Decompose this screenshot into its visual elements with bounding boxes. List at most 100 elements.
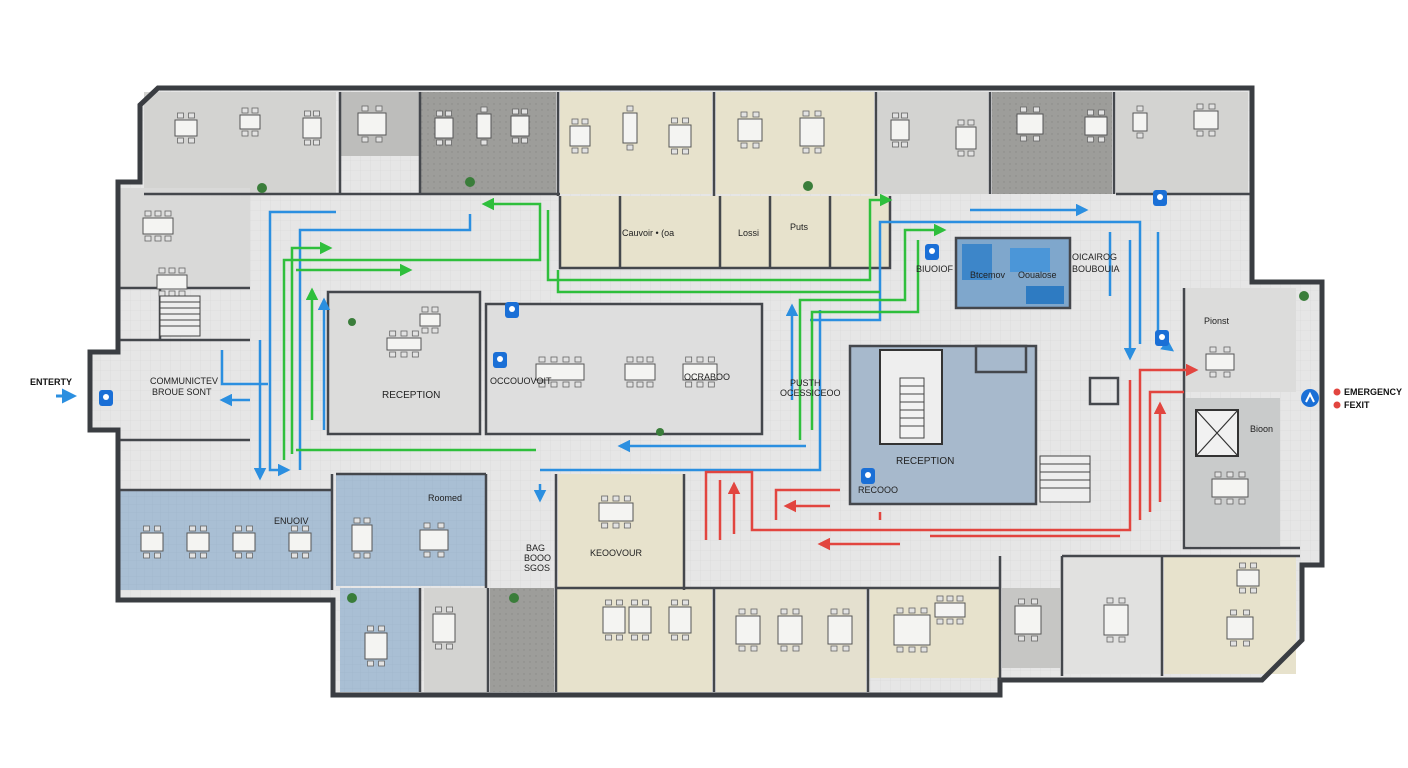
desk-cluster bbox=[602, 599, 626, 641]
desk-cluster bbox=[1205, 346, 1235, 378]
desk-cluster bbox=[364, 625, 388, 667]
location-markers bbox=[99, 190, 1169, 484]
reception-left-label: RECEPTION bbox=[382, 390, 440, 401]
desk-cluster bbox=[955, 119, 977, 157]
desk-cluster bbox=[239, 107, 261, 137]
plant-icon bbox=[803, 181, 813, 191]
route-red bbox=[704, 363, 1199, 551]
desk-cluster bbox=[893, 607, 931, 653]
plant-icon bbox=[656, 428, 664, 436]
occupancy-label: OCCOUOVOIT bbox=[490, 376, 552, 386]
desk-cluster bbox=[668, 599, 692, 641]
bag-label-1: BAG bbox=[526, 543, 545, 553]
desk-cluster bbox=[668, 117, 692, 155]
desk-cluster bbox=[302, 110, 322, 146]
reception-right-label: RECEPTION bbox=[896, 456, 954, 467]
plant-icon bbox=[1299, 291, 1309, 301]
utility-right-e-label: BOUBOUIA bbox=[1072, 264, 1120, 274]
emergency-exit-icon bbox=[1301, 389, 1319, 407]
desk-cluster bbox=[622, 105, 638, 151]
collab-label: OCRABOO bbox=[684, 372, 730, 382]
location-marker-icon bbox=[1153, 190, 1167, 206]
plant-icon bbox=[348, 318, 356, 326]
desk-cluster bbox=[628, 599, 652, 641]
desk-cluster bbox=[1016, 106, 1044, 142]
desk-cluster bbox=[232, 525, 256, 559]
plant-icon bbox=[257, 183, 267, 193]
utility-right-a-label: BIUOIOF bbox=[916, 264, 954, 274]
push-label-2: OCESSICEOO bbox=[780, 388, 841, 398]
desk-cluster bbox=[510, 108, 530, 144]
desk-cluster bbox=[737, 111, 763, 149]
desk-cluster bbox=[1084, 109, 1108, 143]
plant-icon bbox=[347, 593, 357, 603]
desk-cluster bbox=[142, 210, 174, 242]
desk-cluster bbox=[1132, 105, 1148, 139]
location-marker-icon bbox=[861, 468, 875, 484]
desk-cluster bbox=[434, 110, 454, 146]
desk-cluster bbox=[386, 330, 422, 358]
desk-cluster bbox=[357, 105, 387, 143]
desk-cluster bbox=[682, 356, 718, 388]
desk-cluster bbox=[535, 356, 585, 388]
desk-cluster bbox=[934, 595, 966, 625]
desk-cluster bbox=[890, 112, 910, 148]
furniture bbox=[140, 103, 1260, 667]
desk-cluster bbox=[186, 525, 210, 559]
route-green bbox=[282, 193, 947, 460]
desk-cluster bbox=[432, 606, 456, 650]
push-label-1: PUSTH bbox=[790, 378, 821, 388]
desk-cluster bbox=[777, 608, 803, 652]
desk-cluster bbox=[174, 112, 198, 144]
desk-cluster bbox=[598, 495, 634, 529]
desk-cluster bbox=[476, 106, 492, 146]
location-marker-icon bbox=[99, 390, 113, 406]
desk-cluster bbox=[1193, 103, 1219, 137]
entry-label: ENTERTY bbox=[30, 377, 72, 387]
desk-cluster bbox=[799, 110, 825, 154]
desk-cluster bbox=[419, 522, 449, 558]
legend-dot-icon bbox=[1333, 401, 1341, 409]
location-marker-icon bbox=[925, 244, 939, 260]
elevator-icon bbox=[1195, 409, 1239, 457]
legend-line-2: FEXIT bbox=[1344, 400, 1370, 410]
desk-cluster bbox=[351, 517, 373, 559]
utility-room-right bbox=[956, 238, 1070, 308]
top-mid-b-label: Puts bbox=[790, 222, 809, 232]
location-marker-icon bbox=[493, 352, 507, 368]
utility-right-d-label: OICAIROG bbox=[1072, 252, 1117, 262]
left-lobby-label-2: BROUE SONT bbox=[152, 387, 212, 397]
desk-cluster bbox=[735, 608, 761, 652]
bag-label-3: SGOS bbox=[524, 563, 550, 573]
keoovour-label: KEOOVOUR bbox=[590, 548, 643, 558]
outer-wall bbox=[87, 85, 1325, 698]
desk-cluster bbox=[1226, 609, 1254, 647]
left-lobby-label-1: COMMUNICTEV bbox=[150, 376, 218, 386]
top-mid-c-label: Lossi bbox=[738, 228, 759, 238]
desk-cluster bbox=[1014, 598, 1042, 642]
enuoiv-label: ENUOIV bbox=[274, 516, 309, 526]
desk-cluster bbox=[140, 525, 164, 559]
bioon-label: Bioon bbox=[1250, 424, 1273, 434]
location-marker-icon bbox=[505, 302, 519, 318]
desk-cluster bbox=[156, 267, 188, 297]
roomed-label: Roomed bbox=[428, 493, 462, 503]
desk-cluster bbox=[1211, 471, 1249, 505]
utility-right-b-label: Btcemov bbox=[970, 270, 1006, 280]
legend-dot-icon bbox=[1333, 388, 1341, 396]
stair-icon bbox=[159, 295, 1091, 503]
desk-cluster bbox=[419, 306, 441, 334]
plants bbox=[257, 177, 1309, 603]
plant-icon bbox=[509, 593, 519, 603]
legend-line-1: EMERGENCY bbox=[1344, 387, 1402, 397]
plant-icon bbox=[465, 177, 475, 187]
pionst-label: Pionst bbox=[1204, 316, 1230, 326]
bag-label-2: BOOO bbox=[524, 553, 551, 563]
utility-right-c-label: Ooualose bbox=[1018, 270, 1057, 280]
desk-cluster bbox=[624, 356, 656, 388]
route-blue bbox=[219, 203, 1175, 503]
location-marker-icon bbox=[1155, 330, 1169, 346]
top-mid-a-label: Cauvoir • (oa bbox=[622, 228, 674, 238]
desk-cluster bbox=[827, 608, 853, 652]
